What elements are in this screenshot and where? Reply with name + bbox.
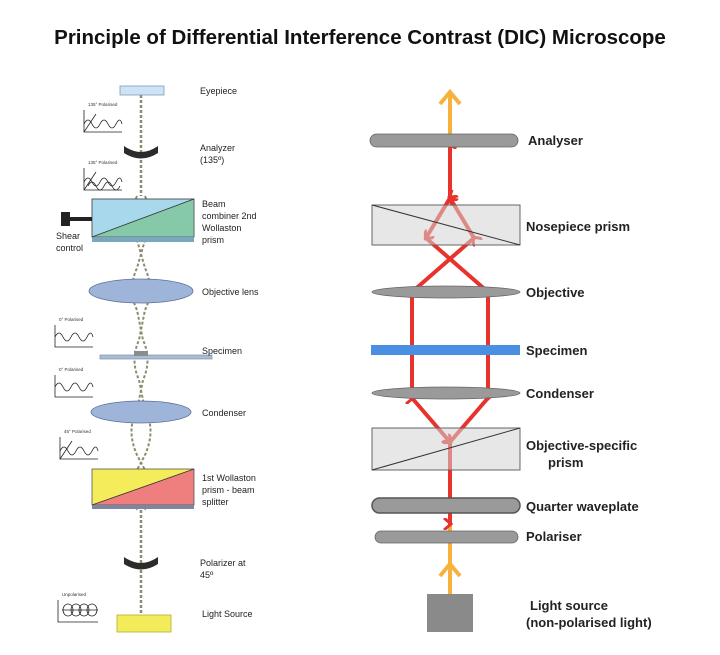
beam-combiner-prism bbox=[91, 198, 195, 242]
label-polarizer-1: Polarizer at bbox=[200, 558, 246, 568]
label-beam-combiner-1: Beam bbox=[202, 199, 226, 209]
label-light-source: Light Source bbox=[202, 609, 253, 619]
right-light-source bbox=[427, 594, 473, 632]
label-beam-combiner-4: prism bbox=[202, 235, 224, 245]
wave-label-4: 0° Polarised bbox=[59, 367, 84, 372]
label-wollaston1-2: prism - beam bbox=[202, 485, 255, 495]
wave-icon-45 bbox=[59, 437, 99, 460]
label-specimen-right: Specimen bbox=[526, 343, 587, 358]
label-objective-lens: Objective lens bbox=[202, 287, 259, 297]
analyzer bbox=[124, 146, 158, 159]
nosepiece-prism bbox=[371, 204, 521, 246]
label-quarter-waveplate: Quarter waveplate bbox=[526, 499, 639, 514]
quarter-waveplate bbox=[371, 497, 521, 514]
shear-control bbox=[61, 212, 92, 226]
label-objective: Objective bbox=[526, 285, 585, 300]
label-condenser-right: Condenser bbox=[526, 386, 594, 401]
wave-icon-unpolarised bbox=[57, 600, 98, 623]
objective-element bbox=[371, 285, 521, 299]
label-nosepiece-prism: Nosepiece prism bbox=[526, 219, 630, 234]
label-eyepiece: Eyepiece bbox=[200, 86, 237, 96]
condenser-lens bbox=[90, 400, 192, 424]
label-analyzer-1: Analyzer bbox=[200, 143, 235, 153]
specimen-slide bbox=[99, 351, 213, 360]
wave-label-2: 135° Polarised bbox=[88, 160, 118, 165]
condenser-element bbox=[371, 386, 521, 400]
diagram-title: Principle of Differential Interference C… bbox=[54, 26, 666, 49]
label-condenser: Condenser bbox=[202, 408, 246, 418]
wave-icon-0-top bbox=[54, 325, 94, 348]
wave-icon-135-bottom bbox=[83, 168, 123, 191]
objective-specific-prism bbox=[371, 427, 521, 471]
label-specimen: Specimen bbox=[202, 346, 242, 356]
label-beam-combiner-3: Wollaston bbox=[202, 223, 241, 233]
label-beam-combiner-2: combiner 2nd bbox=[202, 211, 257, 221]
analyser-plate bbox=[369, 133, 519, 148]
label-light-source-2: (non-polarised light) bbox=[526, 615, 652, 630]
left-diagram: Eyepiece Analyzer (135º) Shear control B… bbox=[54, 85, 259, 633]
objective-lens bbox=[88, 278, 194, 304]
polariser-plate bbox=[374, 530, 519, 544]
label-wollaston1-1: 1st Wollaston bbox=[202, 473, 256, 483]
label-objective-specific-1: Objective-specific bbox=[526, 438, 637, 453]
polarizer bbox=[124, 557, 158, 570]
left-light-source bbox=[116, 614, 172, 633]
label-objective-specific-2: prism bbox=[548, 455, 583, 470]
specimen-plate bbox=[371, 345, 520, 355]
wave-label-6: Unpolarised bbox=[62, 592, 87, 597]
label-analyser: Analyser bbox=[528, 133, 583, 148]
label-analyzer-2: (135º) bbox=[200, 155, 224, 165]
label-polariser: Polariser bbox=[526, 529, 582, 544]
label-shear-2: control bbox=[56, 243, 83, 253]
label-light-source-1: Light source bbox=[530, 598, 608, 613]
label-shear-1: Shear bbox=[56, 231, 80, 241]
wave-label-5: 45° Polarised bbox=[64, 429, 91, 434]
wave-label-3: 0° Polarised bbox=[59, 317, 84, 322]
first-wollaston-prism bbox=[91, 468, 195, 509]
label-wollaston1-3: splitter bbox=[202, 497, 229, 507]
wave-label-1: 135° Polarised bbox=[88, 102, 118, 107]
wave-icon-0-bottom bbox=[54, 375, 94, 398]
right-diagram: Analyser Nosepiece prism Objective Speci… bbox=[369, 88, 652, 632]
eyepiece bbox=[119, 85, 165, 96]
label-polarizer-2: 45º bbox=[200, 570, 214, 580]
wave-icon-135-top bbox=[83, 110, 123, 133]
